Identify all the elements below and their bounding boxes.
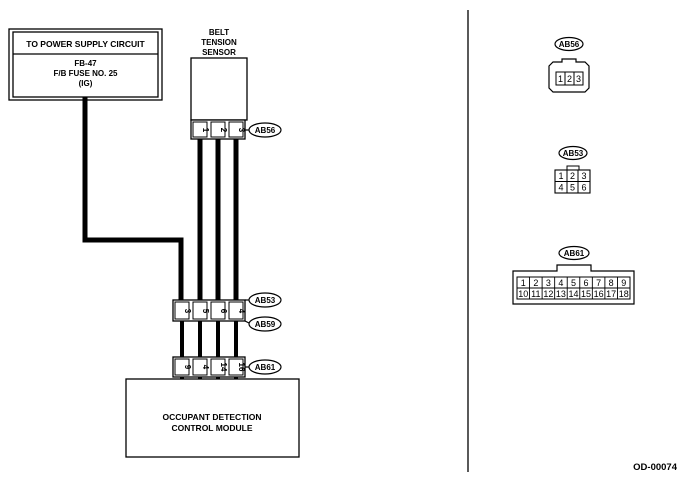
- ab61-view-pin: 5: [571, 278, 576, 288]
- module-label-line1: OCCUPANT DETECTION: [162, 412, 261, 422]
- ab56-connector-view: AB56 1 2 3: [548, 36, 590, 93]
- middle-pin-3: 6: [219, 309, 228, 314]
- ab61-view-pin: 17: [606, 289, 616, 299]
- ab53-view-label: AB53: [563, 149, 584, 158]
- middle-pin-2: 5: [201, 309, 210, 314]
- module-connector: 9 4 14 16 AB61: [172, 356, 282, 378]
- ab61-view-pin: 14: [568, 289, 578, 299]
- module-pin-2: 4: [201, 365, 210, 370]
- power-supply-ig: (IG): [79, 79, 93, 88]
- power-supply-fuse: F/B FUSE NO. 25: [53, 69, 118, 78]
- sensor-pin-2: 2: [219, 128, 228, 133]
- ab53-view-pin-3: 3: [581, 171, 586, 181]
- ab61-view-pin: 1: [521, 278, 526, 288]
- ab56-view-pin-3: 3: [576, 74, 581, 84]
- middle-pin-4: 4: [237, 309, 246, 314]
- ab56-view-pin-2: 2: [567, 74, 572, 84]
- module-label-line2: CONTROL MODULE: [171, 423, 252, 433]
- occupant-detection-module: OCCUPANT DETECTION CONTROL MODULE: [125, 378, 300, 458]
- ab53-label: AB53: [255, 296, 276, 305]
- sensor-connector-label: AB56: [255, 126, 276, 135]
- power-supply-box: TO POWER SUPPLY CIRCUIT FB-47 F/B FUSE N…: [8, 28, 163, 101]
- ab59-label: AB59: [255, 320, 276, 329]
- ab53-view-pin-1: 1: [558, 171, 563, 181]
- ab56-view-label: AB56: [559, 40, 580, 49]
- power-supply-title: TO POWER SUPPLY CIRCUIT: [26, 39, 145, 49]
- sensor-pin-1: 1: [201, 128, 210, 133]
- module-pin-3: 14: [219, 363, 228, 372]
- module-pin-4: 16: [237, 363, 246, 372]
- middle-pin-1: 3: [183, 309, 192, 314]
- ab61-view-pin: 9: [621, 278, 626, 288]
- power-supply-fb: FB-47: [74, 59, 97, 68]
- ab56-view-pin-1: 1: [558, 74, 563, 84]
- ab53-connector-view: AB53 1 2 3 4 5 6: [554, 145, 591, 194]
- sensor-body: [190, 57, 248, 121]
- power-wire: [82, 97, 184, 306]
- ab61-view-pin: 16: [594, 289, 604, 299]
- ab61-tag: [248, 359, 282, 375]
- figure-code: OD-00074: [633, 462, 678, 473]
- ab61-view-pin: 18: [619, 289, 629, 299]
- ab53-view-pin-2: 2: [570, 171, 575, 181]
- ab61-view-pin: 13: [556, 289, 566, 299]
- ab61-view-pin: 6: [584, 278, 589, 288]
- ab61-view-pin: 2: [533, 278, 538, 288]
- sensor-label-line1: BELT: [209, 28, 229, 37]
- ab61-view-label: AB61: [564, 249, 585, 258]
- sensor-label-line2: TENSION: [201, 38, 237, 47]
- ab61-view-pin: 4: [558, 278, 563, 288]
- ab61-view-pin: 8: [609, 278, 614, 288]
- ab61-view-pin: 3: [546, 278, 551, 288]
- ab59-tag: [248, 316, 282, 332]
- ab61-view-pin: 12: [543, 289, 553, 299]
- ab61-view-pin: 10: [518, 289, 528, 299]
- sensor-connector-tag: [248, 122, 282, 138]
- module-pin-1: 9: [183, 365, 192, 370]
- sensor-connector: 1 2 3 AB56: [190, 119, 282, 140]
- ab61-view-pin: 7: [596, 278, 601, 288]
- ab53-tag: [248, 292, 282, 308]
- ab53-view-pin-6: 6: [581, 183, 586, 193]
- ab61-view-pin: 15: [581, 289, 591, 299]
- ab61-label: AB61: [255, 363, 276, 372]
- ab53-view-pin-5: 5: [570, 183, 575, 193]
- middle-connector: 3 5 6 4 AB53 AB59: [172, 292, 282, 332]
- sensor-label-line3: SENSOR: [202, 48, 236, 57]
- sensor-pin-3: 3: [237, 128, 246, 133]
- ab61-view-pin: 11: [531, 289, 540, 299]
- belt-tension-sensor: BELT TENSION SENSOR: [190, 28, 248, 121]
- ab53-view-pin-4: 4: [558, 183, 563, 193]
- wires: [82, 97, 239, 381]
